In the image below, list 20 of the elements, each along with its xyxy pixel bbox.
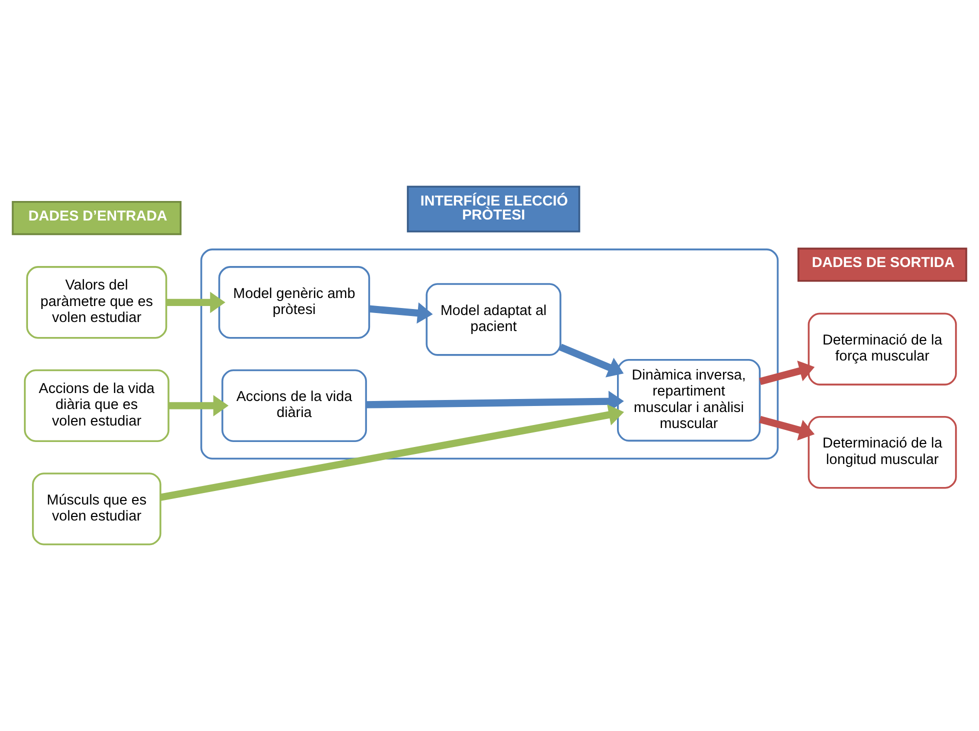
arrow	[166, 292, 226, 314]
node-box: Músculs que es volen estudiar	[32, 472, 162, 546]
node-box: Valors del paràmetre que es volen estudiar	[26, 266, 168, 339]
arrow	[759, 416, 815, 441]
arrow	[168, 395, 229, 416]
arrow	[759, 360, 815, 385]
node-box: Determinació de la longitud muscular	[808, 416, 957, 489]
cluster	[200, 248, 779, 460]
node-box: Accions de la vida diària	[221, 369, 367, 442]
node-box: INTERFÍCIE ELECCIÓ PRÒTESI	[406, 186, 580, 232]
node-box: Model genèric amb pròtesi	[218, 266, 370, 339]
node-box: Dinàmica inversa, repartiment muscular i anàlisi muscular	[617, 359, 761, 442]
node-box: DADES DE SORTIDA	[797, 248, 968, 282]
node-box: Model adaptat al pacient	[426, 283, 562, 356]
arrow	[559, 344, 624, 378]
node-box: DADES D’ENTRADA	[12, 200, 182, 236]
node-box: Determinació de la força muscular	[808, 312, 957, 386]
node-box: Accions de la vida diària que es volen estudiar	[24, 369, 170, 442]
arrow	[368, 302, 433, 324]
arrow	[160, 404, 624, 501]
